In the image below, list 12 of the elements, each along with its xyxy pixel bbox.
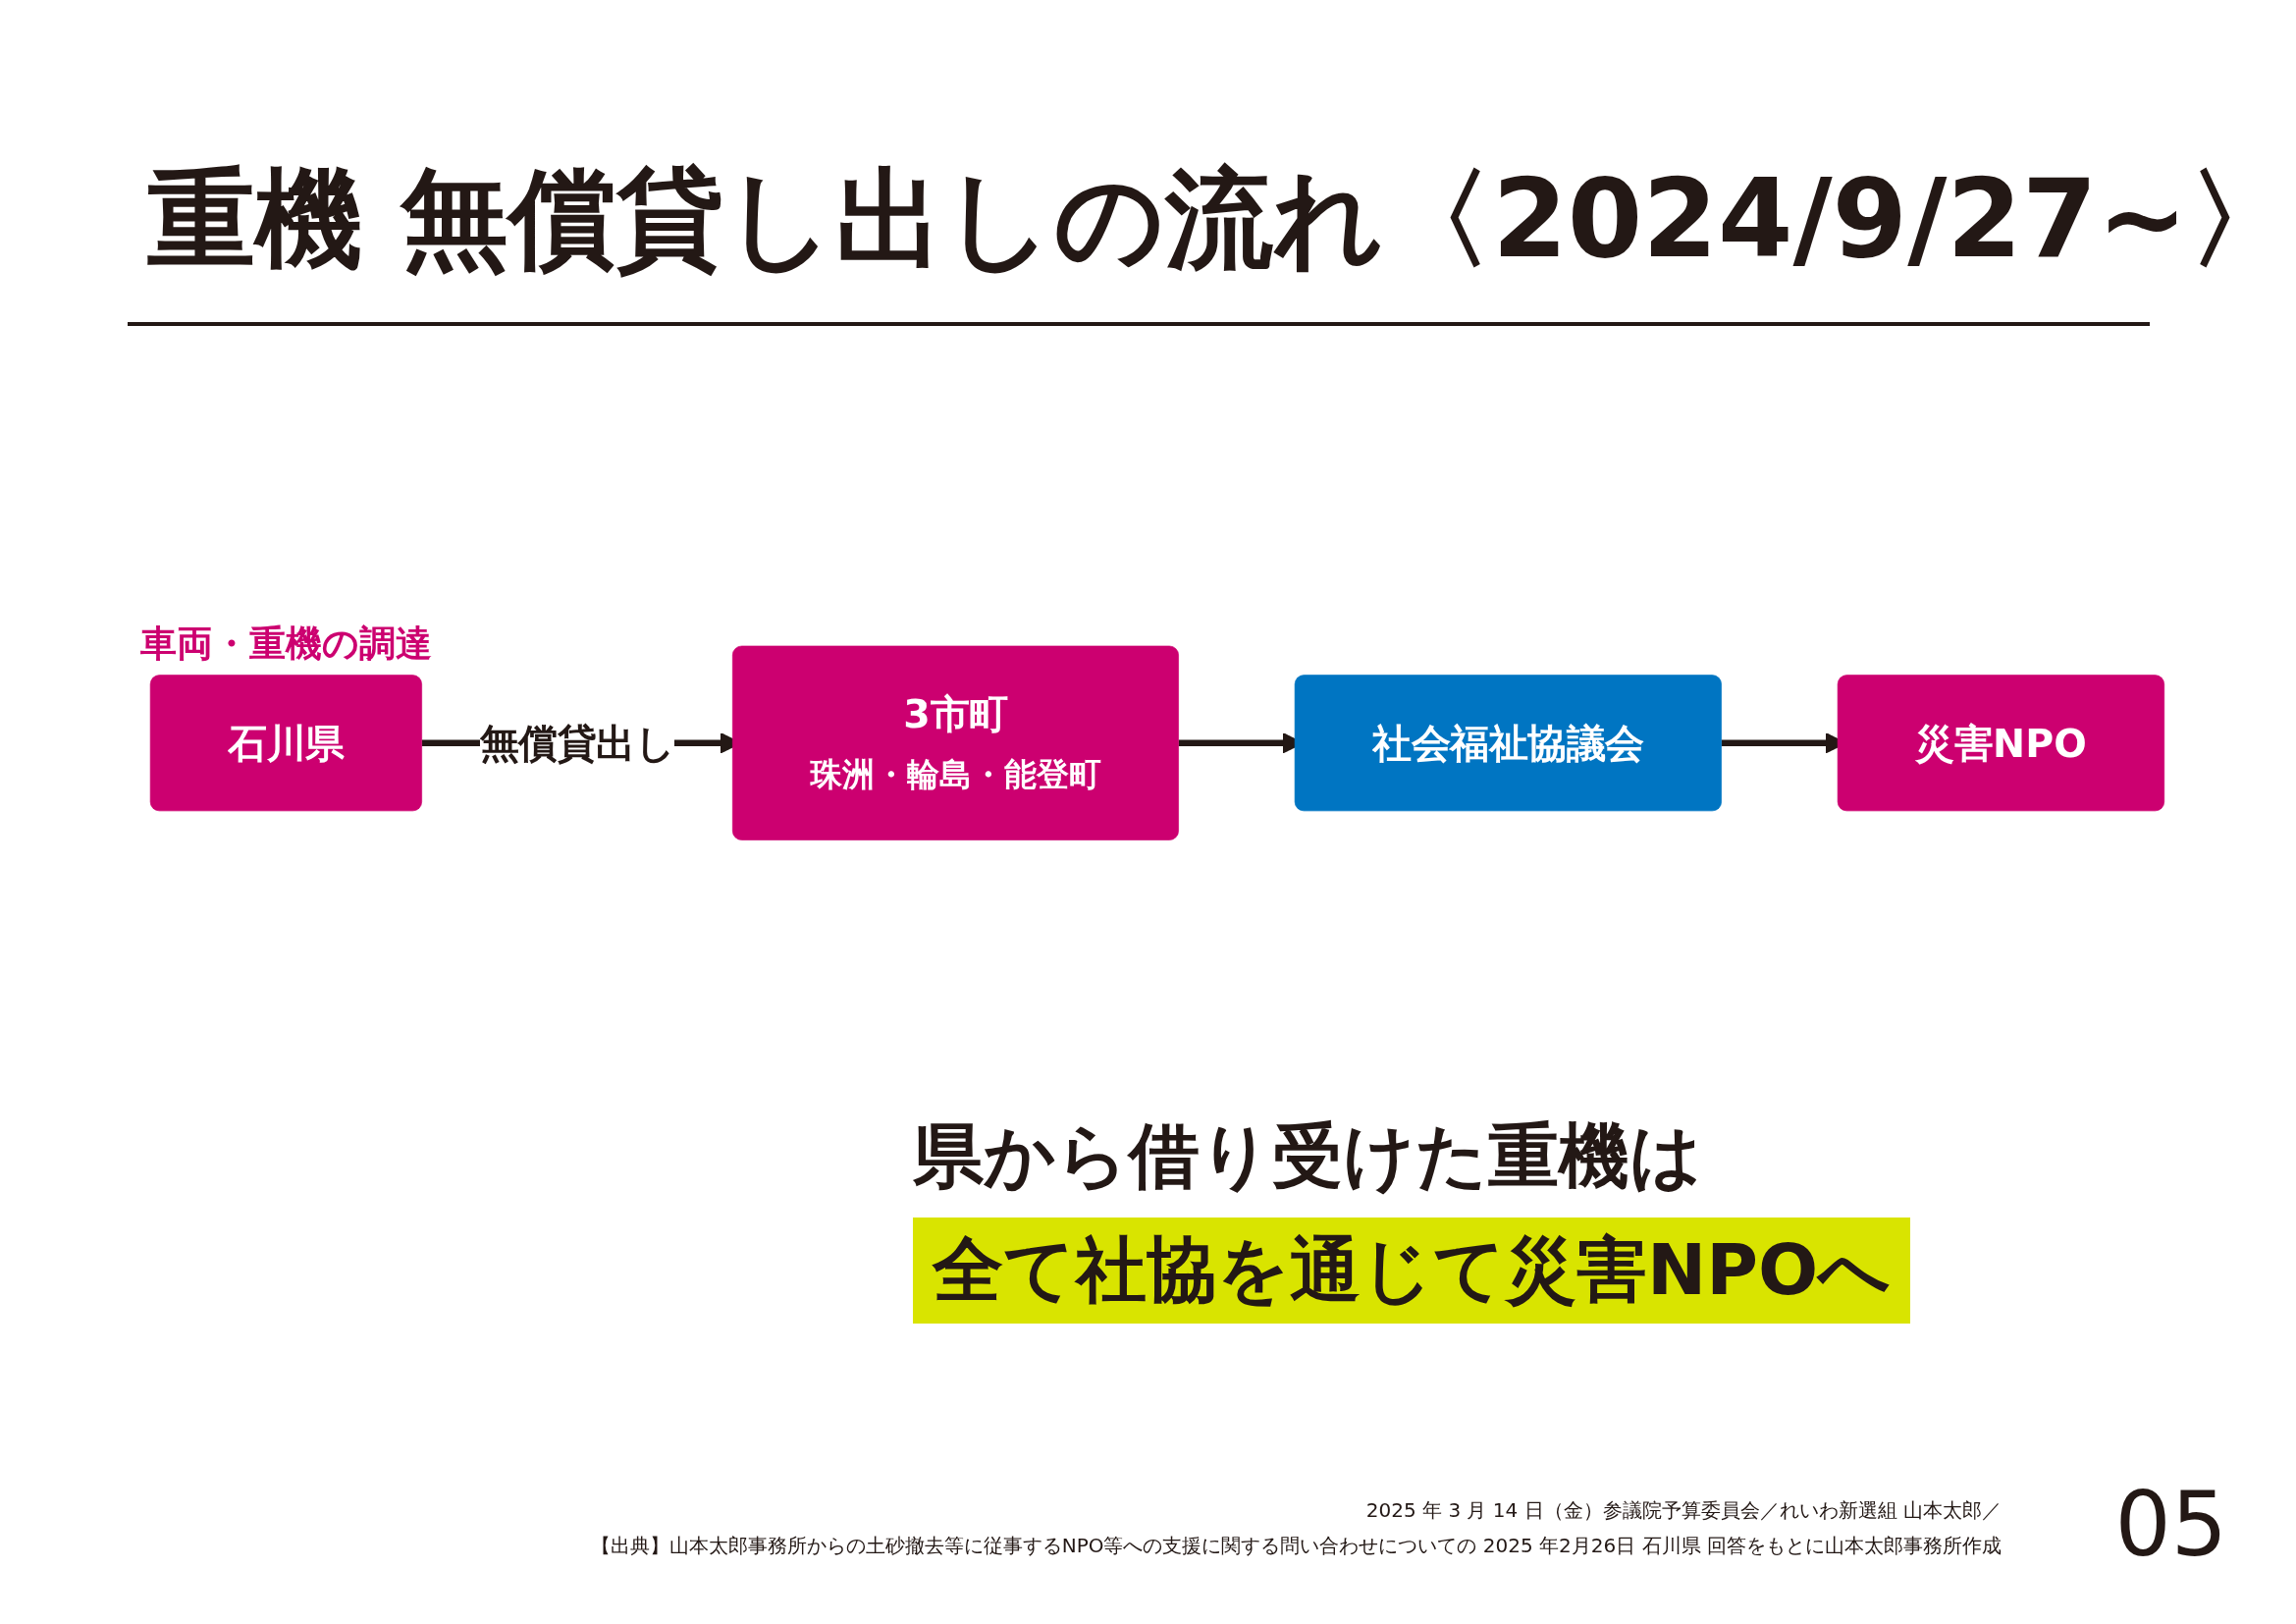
page-number: 05 <box>2114 1473 2227 1576</box>
node-box: 3市町 珠洲・輪島・能登町 <box>732 645 1179 840</box>
node-box: 石川県 <box>149 674 422 811</box>
highlighted-note: 全て社協を通じて災害NPOへ <box>913 1218 1911 1324</box>
node-box: 災害NPO <box>1837 674 2165 811</box>
node-box: 社会福祉協議会 <box>1294 674 1722 811</box>
node-caption: 車両・重機の調達 <box>139 622 432 665</box>
source-note: 【出典】山本太郎事務所からの土砂撤去等に従事するNPO等への支援に関する問い合わせについての 2025 年2月26日 石川県 回答をもとに山本太郎事務所作成 <box>590 1533 2002 1559</box>
note: 県から借り受けた重機は <box>913 1113 1703 1199</box>
title: 重機 無償貸し出しの流れ〈2024/9/27~〉 <box>147 155 2296 284</box>
source-note: 2025 年 3 月 14 日（金）参議院予算委員会／れいわ新選組 山本太郎／ <box>1364 1497 2002 1524</box>
edge-label: 無償貸出し <box>479 720 675 766</box>
